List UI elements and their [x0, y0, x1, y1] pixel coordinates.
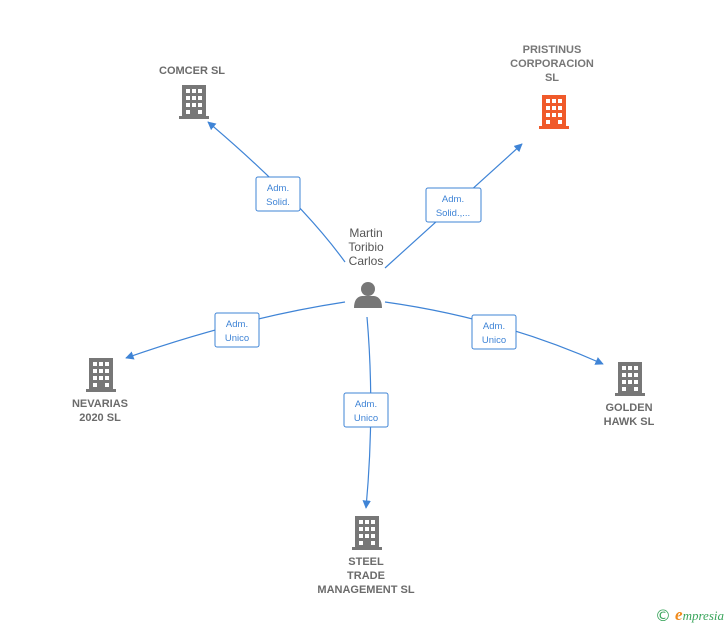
- edge-label-golden: Adm. Unico: [471, 314, 517, 350]
- company-name-nevarias[interactable]: NEVARIAS 2020 SL: [71, 398, 129, 424]
- svg-text:Solid.,...: Solid.,...: [436, 208, 470, 219]
- empresia-logo: © empresia: [655, 605, 724, 625]
- building-icon[interactable]: [352, 516, 382, 550]
- svg-text:Adm.: Adm.: [226, 319, 248, 330]
- edge-label-comcer: Adm. Solid.: [255, 176, 301, 212]
- svg-text:Solid.: Solid.: [266, 197, 290, 208]
- svg-text:Unico: Unico: [482, 335, 506, 346]
- building-icon[interactable]: [539, 95, 569, 129]
- svg-text:Adm.: Adm.: [267, 183, 289, 194]
- svg-text:Adm.: Adm.: [442, 194, 464, 205]
- brand-name: empresia: [675, 605, 724, 624]
- company-name-pristinus[interactable]: PRISTINUS CORPORACION SL: [510, 44, 594, 84]
- edge-label-steel: Adm. Unico: [343, 392, 389, 428]
- edge-label-nevarias: Adm. Unico: [214, 312, 260, 348]
- company-name-golden[interactable]: GOLDEN HAWK SL: [603, 402, 655, 428]
- person-icon[interactable]: [354, 282, 382, 308]
- svg-text:Unico: Unico: [354, 413, 378, 424]
- company-name-steel[interactable]: STEEL TRADE MANAGEMENT SL: [317, 556, 415, 596]
- svg-text:Unico: Unico: [225, 333, 249, 344]
- edge-label-pristinus: Adm. Solid.,...: [425, 187, 482, 223]
- copyright-icon: ©: [655, 605, 672, 625]
- person-name[interactable]: Martin Toribio Carlos: [348, 226, 384, 268]
- svg-text:Adm.: Adm.: [483, 321, 505, 332]
- building-icon[interactable]: [615, 362, 645, 396]
- building-icon[interactable]: [179, 85, 209, 119]
- company-name-comcer[interactable]: COMCER SL: [159, 65, 225, 77]
- svg-text:Adm.: Adm.: [355, 399, 377, 410]
- building-icon[interactable]: [86, 358, 116, 392]
